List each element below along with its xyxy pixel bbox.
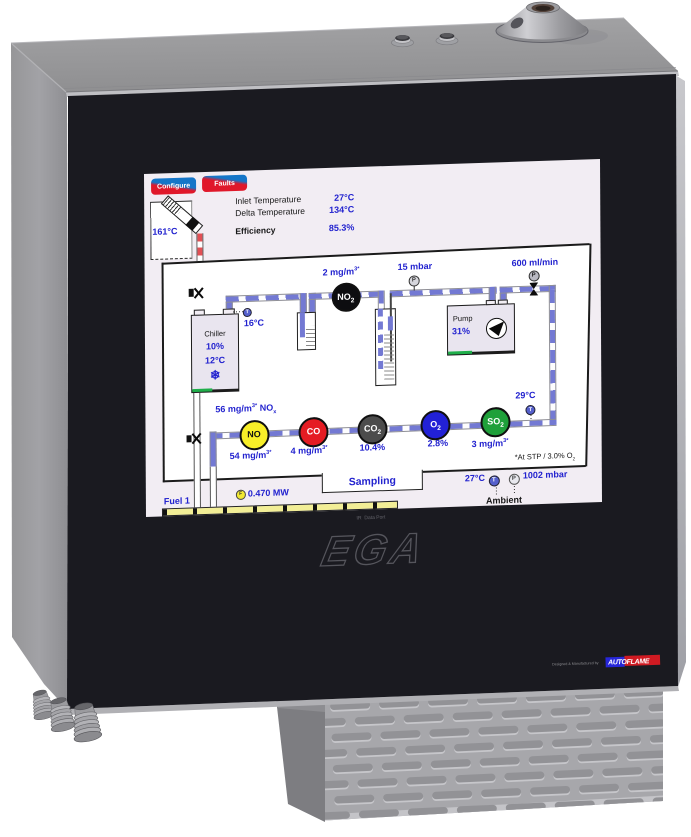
svg-text:AUTOFLAME: AUTOFLAME (607, 658, 650, 666)
svg-text:IR Data Port: IR Data Port (356, 514, 386, 521)
svg-text:EGA: EGA (317, 524, 430, 576)
svg-text:Designed & Manufactured by: Designed & Manufactured by (552, 661, 599, 666)
